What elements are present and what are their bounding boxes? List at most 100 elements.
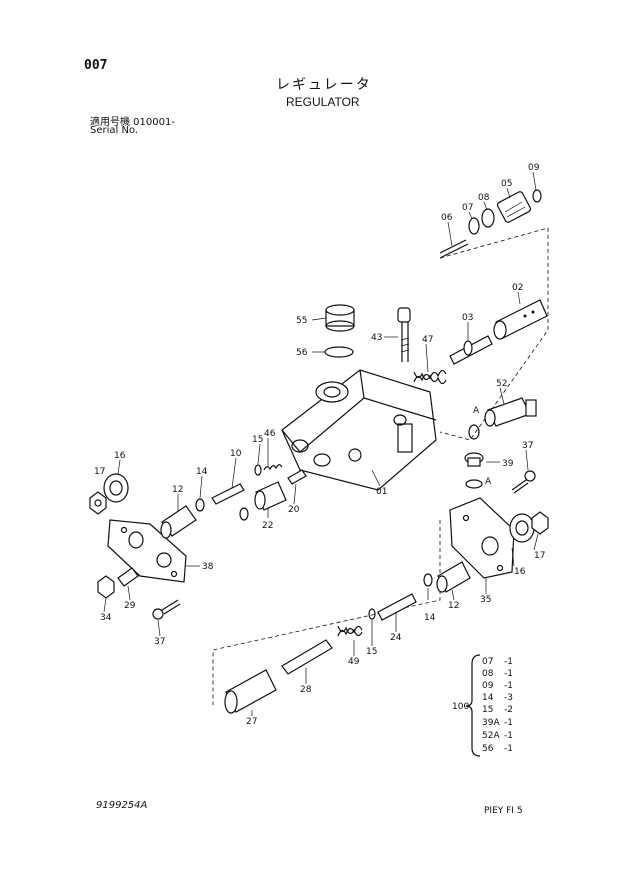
callout-07: 07 [462,203,473,213]
part-15-oring [254,464,262,476]
callout-55: 55 [296,316,307,326]
callout-02: 02 [512,283,523,293]
kit-item-qty: -2 [504,705,513,715]
part-12-adjuster-left [160,505,197,539]
part-10-stem [211,483,245,505]
kit-item-part: 09 [482,681,494,691]
callout-39: 39 [502,459,514,469]
part-27-sleeve [224,669,277,714]
part-37-bolt-right [511,470,536,494]
callout-35: 35 [480,595,491,605]
callout-15-lower: 15 [366,647,377,657]
dashed-leader-upper [439,227,549,441]
part-39-plug [464,452,484,467]
part-46-screw [263,464,283,471]
kit-bracket [465,654,481,757]
callout-06: 06 [441,213,453,223]
part-08-ring [481,208,495,228]
callout-29: 29 [124,601,136,611]
callout-27: 27 [246,717,257,727]
part-20-pin [287,469,307,485]
part-37-bolt-left [152,599,181,620]
callout-17-left: 17 [94,467,105,477]
kit-item-part: 39A [482,718,500,728]
part-49-spring [337,625,363,637]
callout-16-right: 16 [514,567,526,577]
callout-16-left: 16 [114,451,126,461]
callout-labels: 09 08 05 07 06 02 55 43 03 47 56 52 A 46… [94,163,545,727]
callout-12-left: 12 [172,485,183,495]
kit-item-qty: -1 [504,657,513,667]
kit-item-part: 56 [482,744,494,754]
part-12-adjuster-right [436,561,471,593]
page-title: REGULATOR [286,95,360,109]
page-title-japanese: レギュレータ [276,77,372,93]
callout-14-right: 14 [424,613,436,623]
callout-03: 03 [462,313,473,323]
part-14-oring-right [423,573,433,587]
kit-item-qty: -1 [504,744,513,754]
part-47-spring [413,369,447,385]
part-34-nut [97,575,115,599]
part-09-oring [532,189,542,203]
part-55-plug [325,304,355,332]
part-38-plate-left [107,519,187,583]
footer-code: PIEY FI 5 [484,806,523,816]
kit-item-qty: -1 [504,681,513,691]
part-24-stem [377,593,417,621]
part-39a-oring [465,479,483,489]
page-code: 007 [84,58,108,73]
part-15-oring-lower [368,608,376,620]
kit-item-part: 15 [482,705,493,715]
callout-34: 34 [100,613,112,623]
kit-item-part: 08 [482,669,494,679]
part-17-cap-right [531,511,549,535]
kit-item-qty: -1 [504,669,513,679]
part-28-spool [281,639,333,675]
callout-24: 24 [390,633,402,643]
part-14-oring-left [195,498,205,512]
callout-37-left: 37 [154,637,165,647]
callout-46: 46 [264,429,276,439]
callout-10: 10 [230,449,242,459]
kit-100-list: 100 07 -1 08 -1 09 -1 14 -3 15 -2 39A -1… [452,654,513,757]
part-07-oring [468,217,480,235]
callout-49: 49 [348,657,360,667]
dashed-leader-lower [212,520,441,705]
kit-item-part: 52A [482,731,500,741]
part-22-piston [254,481,287,511]
callout-38: 38 [202,562,214,572]
serial-label-japanese: 適用号機 010001- [90,117,175,128]
part-05-plug [496,191,532,223]
kit-item-qty: -1 [504,731,513,741]
part-02-sleeve [493,299,548,340]
part-16-nut-left [103,473,129,503]
callout-52: 52 [496,379,507,389]
callout-17-right: 17 [534,551,545,561]
callout-14: 14 [196,467,208,477]
part-43-bolt [397,307,411,362]
kit-number: 100 [452,702,469,712]
part-35-plate-right [449,497,515,579]
callout-a-39: A [485,477,492,487]
callout-05: 05 [501,179,512,189]
callout-15: 15 [252,435,263,445]
kit-item-part: 07 [482,657,493,667]
callout-37-right: 37 [522,441,533,451]
kit-item-qty: -3 [504,693,513,703]
part-52a-oring [468,424,480,440]
callout-56: 56 [296,348,308,358]
callout-22: 22 [262,521,273,531]
serial-label: Serial No. [90,125,139,136]
callout-09: 09 [528,163,540,173]
part-01-regulator-body [281,369,437,491]
leader-lines [103,171,539,716]
part-14-oring-mid [239,507,249,521]
callout-01: 01 [376,487,387,497]
callout-a-52: A [473,406,480,416]
kit-item-part: 14 [482,693,494,703]
part-06-pin [439,239,469,259]
drawing-number: 9199254A [96,800,148,811]
part-52-solenoid [484,397,537,427]
